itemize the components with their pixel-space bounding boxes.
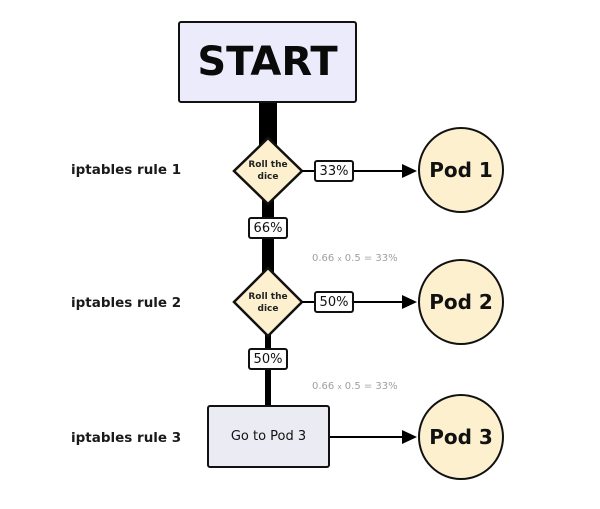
rule-label-3: iptables rule 3 bbox=[71, 430, 182, 446]
decision-1-label: Roll the dice bbox=[243, 159, 293, 183]
start-node: START bbox=[178, 21, 357, 103]
calc-2-a: 0.66 bbox=[312, 381, 335, 392]
decision-1-line2: dice bbox=[257, 172, 279, 182]
rule-label-2: iptables rule 2 bbox=[71, 295, 182, 311]
continue-pct-2: 50% bbox=[248, 348, 288, 370]
go-to-pod-3-node: Go to Pod 3 bbox=[207, 405, 330, 468]
decision-2-label: Roll the dice bbox=[243, 291, 293, 315]
arrowhead-icon bbox=[402, 164, 417, 178]
calc-1-a: 0.66 bbox=[312, 253, 335, 264]
branch-pct-2: 50% bbox=[314, 291, 354, 313]
trunk-segment-1 bbox=[259, 102, 277, 150]
calc-2-b: 0.5 = 33% bbox=[344, 381, 398, 392]
decision-2-line1: Roll the bbox=[248, 292, 288, 302]
calc-1-b: 0.5 = 33% bbox=[344, 253, 398, 264]
calc-1-op: x bbox=[337, 255, 342, 263]
continue-pct-1: 66% bbox=[248, 217, 288, 239]
pod-2-node: Pod 2 bbox=[418, 259, 504, 345]
arrowhead-icon bbox=[402, 430, 417, 444]
probability-calc-2: 0.66 x 0.5 = 33% bbox=[312, 381, 398, 392]
pod-3-node: Pod 3 bbox=[418, 394, 504, 480]
arrowhead-icon bbox=[402, 295, 417, 309]
branch-pct-1: 33% bbox=[314, 160, 354, 182]
decision-diamond-1 bbox=[232, 136, 304, 206]
decision-diamond-2 bbox=[232, 266, 304, 338]
decision-2-line2: dice bbox=[257, 304, 279, 314]
decision-1-line1: Roll the bbox=[248, 160, 288, 170]
calc-2-op: x bbox=[337, 383, 342, 391]
pod-1-node: Pod 1 bbox=[418, 127, 504, 213]
rule-label-1: iptables rule 1 bbox=[71, 162, 182, 178]
probability-calc-1: 0.66 x 0.5 = 33% bbox=[312, 253, 398, 264]
